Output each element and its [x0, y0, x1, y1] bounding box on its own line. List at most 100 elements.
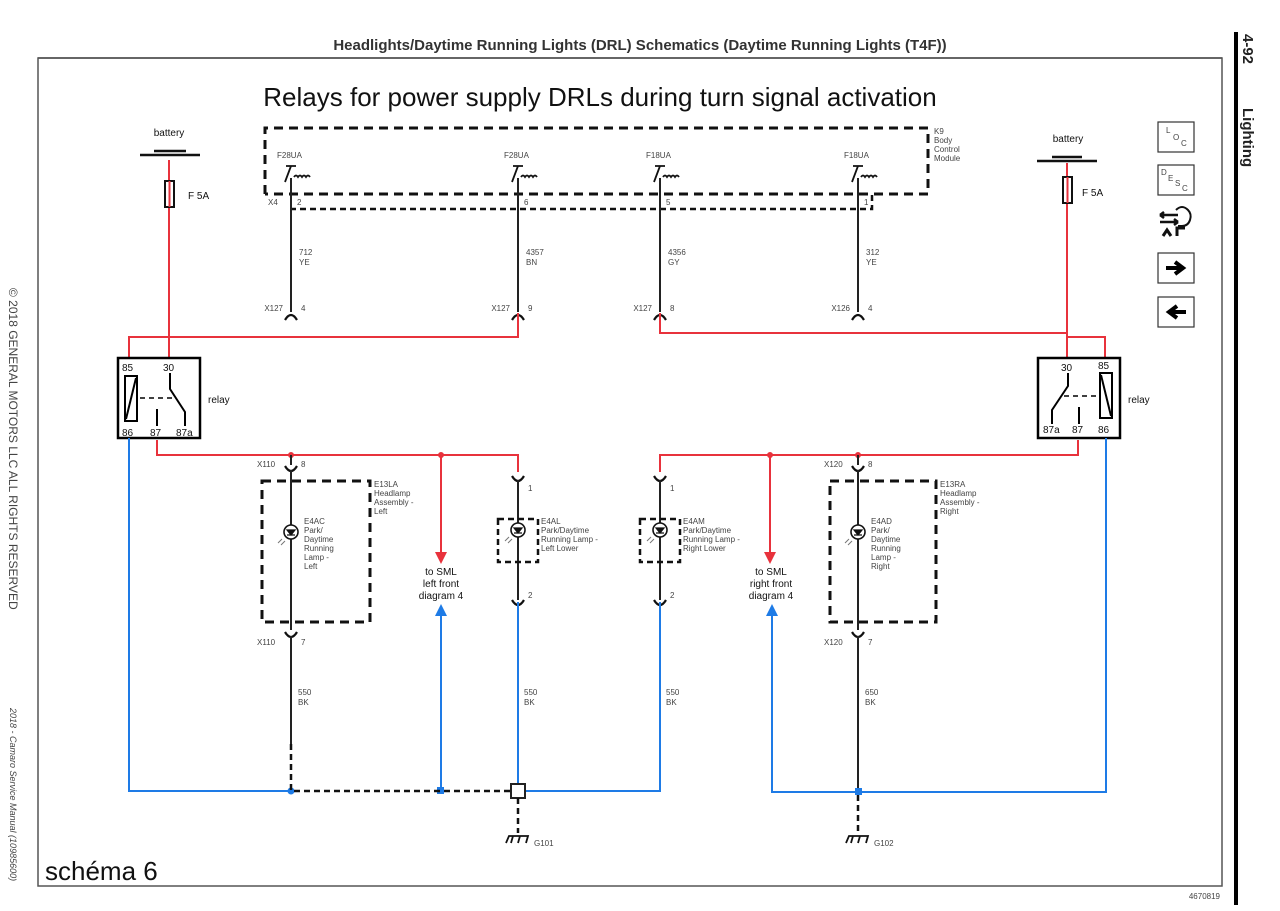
- inline-pin: 9: [528, 304, 533, 313]
- lamp-bulb-icon: [844, 524, 866, 546]
- svg-text:F 5A: F 5A: [188, 191, 209, 202]
- connector-swap-icon[interactable]: [1159, 206, 1192, 237]
- pin-label: 8: [868, 460, 873, 469]
- svg-text:left front: left front: [423, 579, 459, 590]
- svg-text:Daytime: Daytime: [304, 535, 334, 544]
- svg-text:Park/Daytime: Park/Daytime: [541, 526, 590, 535]
- circuit-number: 312: [866, 248, 880, 257]
- ground-splice: [510, 783, 526, 799]
- wire-color: BK: [298, 698, 309, 707]
- driver-label: F18UA: [646, 151, 672, 160]
- svg-text:to SML: to SML: [425, 567, 457, 578]
- svg-text:87a: 87a: [1043, 425, 1060, 436]
- page-number: 4-92: [1239, 34, 1256, 64]
- driver-label: F18UA: [844, 151, 870, 160]
- svg-text:battery: battery: [154, 128, 185, 139]
- svg-text:86: 86: [1098, 425, 1110, 436]
- circuit-number: 550: [298, 688, 312, 697]
- figure-id: 4670819: [1189, 892, 1221, 901]
- driver-switch-icon: [284, 165, 311, 183]
- lamp-id: E4AD: [871, 517, 892, 526]
- assembly-outline: [260, 479, 372, 624]
- annotation-title: Relays for power supply DRLs during turn…: [263, 82, 936, 112]
- svg-text:Left: Left: [374, 507, 388, 516]
- lamp-bulb-icon: [646, 522, 668, 544]
- next-arrow-icon[interactable]: [1157, 252, 1195, 284]
- svg-text:E: E: [1168, 174, 1173, 183]
- pin-label: 8: [301, 460, 306, 469]
- right-sml-return: [771, 616, 858, 793]
- svg-text:K9: K9: [934, 127, 944, 136]
- svg-text:Body: Body: [934, 136, 952, 145]
- driver-label: F28UA: [277, 151, 303, 160]
- svg-text:Module: Module: [934, 154, 961, 163]
- inline-connector: X127: [491, 304, 510, 313]
- page-header-title: Headlights/Daytime Running Lights (DRL) …: [333, 37, 946, 54]
- svg-text:battery: battery: [1053, 134, 1084, 145]
- prev-arrow-icon[interactable]: [1157, 296, 1195, 328]
- schema-label: schéma 6: [45, 856, 158, 886]
- lamp-bulb-icon: [504, 522, 526, 544]
- left-battery-feed: [128, 160, 170, 357]
- copyright-text: © 2018 GENERAL MOTORS LLC ALL RIGHTS RES…: [6, 288, 20, 610]
- wire-color: YE: [866, 258, 877, 267]
- loc-icon[interactable]: L O C: [1157, 121, 1195, 153]
- svg-text:Headlamp: Headlamp: [940, 489, 977, 498]
- sml-right-label[interactable]: to SML right front diagram 4: [749, 567, 794, 602]
- sml-left-label[interactable]: to SML left front diagram 4: [419, 567, 464, 602]
- svg-text:Headlamp: Headlamp: [374, 489, 411, 498]
- driver-switch-icon: [851, 165, 878, 183]
- right-relay-trigger-feed: [659, 313, 1067, 334]
- pin-label: 2: [670, 591, 675, 600]
- svg-text:Park/Daytime: Park/Daytime: [683, 526, 732, 535]
- svg-text:S: S: [1175, 179, 1180, 188]
- lamp-bulb-icon: [277, 524, 299, 546]
- svg-text:Left: Left: [304, 562, 318, 571]
- svg-text:G101: G101: [534, 839, 554, 848]
- svg-text:Running Lamp -: Running Lamp -: [541, 535, 598, 544]
- ground-g102: G102: [845, 835, 894, 848]
- inline-connector: X126: [831, 304, 850, 313]
- inline-connector: X127: [633, 304, 652, 313]
- inline-pin: 4: [301, 304, 306, 313]
- ground-g101: G101: [505, 835, 554, 848]
- assembly-id: E13LA: [374, 480, 399, 489]
- connector-label: X110: [257, 460, 276, 469]
- lamp-outline: [496, 517, 540, 564]
- svg-text:Assembly -: Assembly -: [940, 498, 980, 507]
- pin-label: 1: [864, 198, 869, 207]
- section-name: Lighting: [1239, 108, 1256, 167]
- svg-text:Running: Running: [871, 544, 901, 553]
- circuit-number: 550: [666, 688, 680, 697]
- connector-label: X120: [824, 460, 843, 469]
- svg-text:86: 86: [122, 428, 134, 439]
- svg-text:relay: relay: [1128, 395, 1150, 406]
- circuit-number: 4357: [526, 248, 544, 257]
- svg-text:Running Lamp -: Running Lamp -: [683, 535, 740, 544]
- left-relay-ground: [128, 438, 291, 792]
- lamp-id: E4AL: [541, 517, 561, 526]
- desc-icon[interactable]: D E S C: [1157, 164, 1195, 196]
- connector-terminal: [284, 313, 298, 321]
- power-wiring: [128, 160, 1106, 564]
- svg-text:Right: Right: [940, 507, 959, 516]
- left-sml-arrow-up: [435, 604, 447, 616]
- right-sml-arrow-down: [764, 552, 776, 564]
- svg-text:30: 30: [163, 363, 175, 374]
- wire-color: GY: [668, 258, 680, 267]
- svg-text:Control: Control: [934, 145, 960, 154]
- pin-label: 5: [666, 198, 671, 207]
- manual-reference: 2018 - Camaro Service Manual (10985600): [8, 707, 18, 881]
- connector-label: X120: [824, 638, 843, 647]
- assembly-id: E13RA: [940, 480, 966, 489]
- wire-color: BK: [865, 698, 876, 707]
- battery-right: battery F 5A: [1037, 134, 1103, 204]
- right-relay-ground: [858, 438, 1107, 793]
- svg-text:Park/: Park/: [304, 526, 323, 535]
